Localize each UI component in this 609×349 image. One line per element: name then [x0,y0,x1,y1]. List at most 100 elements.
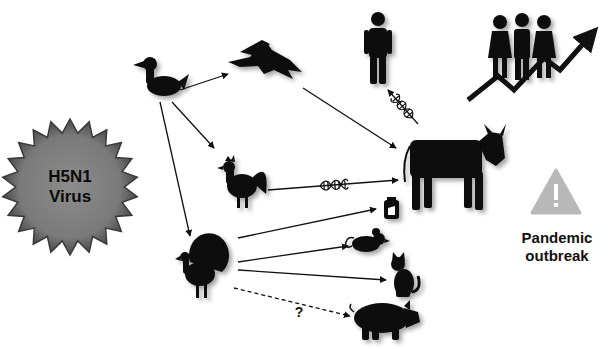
dna-symbol [404,109,410,114]
people-group-icon [515,58,521,80]
rooster-icon [217,166,223,170]
dna-symbol [344,180,346,188]
people-group-icon [502,58,507,78]
people-group-icon [493,15,507,29]
human-icon [387,30,392,54]
crow-icon [228,40,302,79]
virus-starburst: H5N1 Virus [0,117,140,257]
transmission-arrows [388,90,418,124]
mouse-icon [384,239,390,243]
cat-icon [392,252,398,262]
people-group-icon [515,13,529,27]
pig-icon [350,304,354,312]
people-group-icon [537,15,551,29]
dna-symbol [390,93,416,120]
pig-icon [404,308,420,328]
warning-triangle-icon [554,184,558,200]
uncertain-mark: ? [291,304,307,321]
duck-icon [133,61,144,68]
warning-triangle-icon [554,203,558,207]
rooster-icon [223,161,235,173]
people-group-icon [523,58,529,80]
transmission-arrows [303,88,396,148]
human-icon [364,30,369,54]
people-group-icon [514,29,530,59]
cow-icon [404,146,410,182]
dna-symbol [393,96,399,101]
transmission-arrows [238,246,348,262]
turkey-icon [204,284,207,298]
dna-symbol [320,180,349,191]
people-group-icon [488,13,556,80]
human-icon [379,56,386,84]
warning-triangle-icon [532,170,580,213]
warning-triangle-icon [532,170,580,213]
starburst-outline [3,119,138,255]
cow-icon [500,124,506,136]
transmission-arrows [238,270,386,280]
milk-can-icon [388,206,395,215]
mouse-icon [346,228,390,252]
mouse-icon [372,228,380,236]
cow-icon [412,172,420,210]
cow-icon [410,140,482,178]
transmission-arrows [160,102,190,236]
outcome-label: Pandemic outbreak [512,229,602,265]
rooster-icon [217,155,267,208]
rooster-icon [245,196,248,208]
mouse-icon [346,238,354,248]
human-icon [370,56,377,84]
dna-symbol [323,182,325,190]
cat-icon [399,252,405,262]
people-group-icon [532,31,556,58]
pig-icon [404,300,410,310]
milk-can-icon [384,200,399,219]
dna-symbol [320,179,349,190]
cow-icon [475,172,483,210]
pig-icon [372,326,379,340]
dna-symbol [338,181,340,189]
pig-icon [350,300,420,340]
rooster-icon [225,155,235,162]
turkey-icon [196,284,199,298]
dna-symbol [327,181,329,189]
people-group-icon [488,31,512,58]
cat-icon [394,269,414,297]
turkey-icon [175,256,181,261]
rooster-icon [250,172,267,194]
turkey-icon [185,262,215,286]
transmission-arrows [234,288,350,316]
dna-symbol [390,93,416,120]
duck-icon [133,57,189,96]
cat-icon [396,290,410,297]
dna-symbol [320,179,349,191]
duck-icon [143,57,157,71]
pig-icon [392,326,399,340]
cow-icon [404,124,506,210]
cow-icon [424,172,432,208]
dna-symbol [407,112,413,117]
dna-symbol [390,93,416,121]
animal-silhouettes [133,12,506,340]
dna-symbol [397,101,403,106]
dna-symbol [399,104,405,109]
people-group-icon [493,58,498,78]
milk-can-icon [387,197,396,201]
duck-icon [178,74,189,90]
people-group-icon [537,58,542,78]
dna-symbol [334,181,336,189]
cow-icon [464,172,472,208]
cat-icon [412,276,419,292]
turkey-icon [180,252,190,262]
turkey-icon [175,233,229,298]
human-icon [369,28,387,58]
cow-icon [484,124,492,134]
cat-icon [391,252,419,297]
rooster-icon [237,196,240,208]
people-group-icon [546,58,551,78]
human-icon [371,12,385,26]
crow-icon [240,40,270,56]
transmission-arrows [172,102,214,148]
cow-icon [478,132,505,166]
